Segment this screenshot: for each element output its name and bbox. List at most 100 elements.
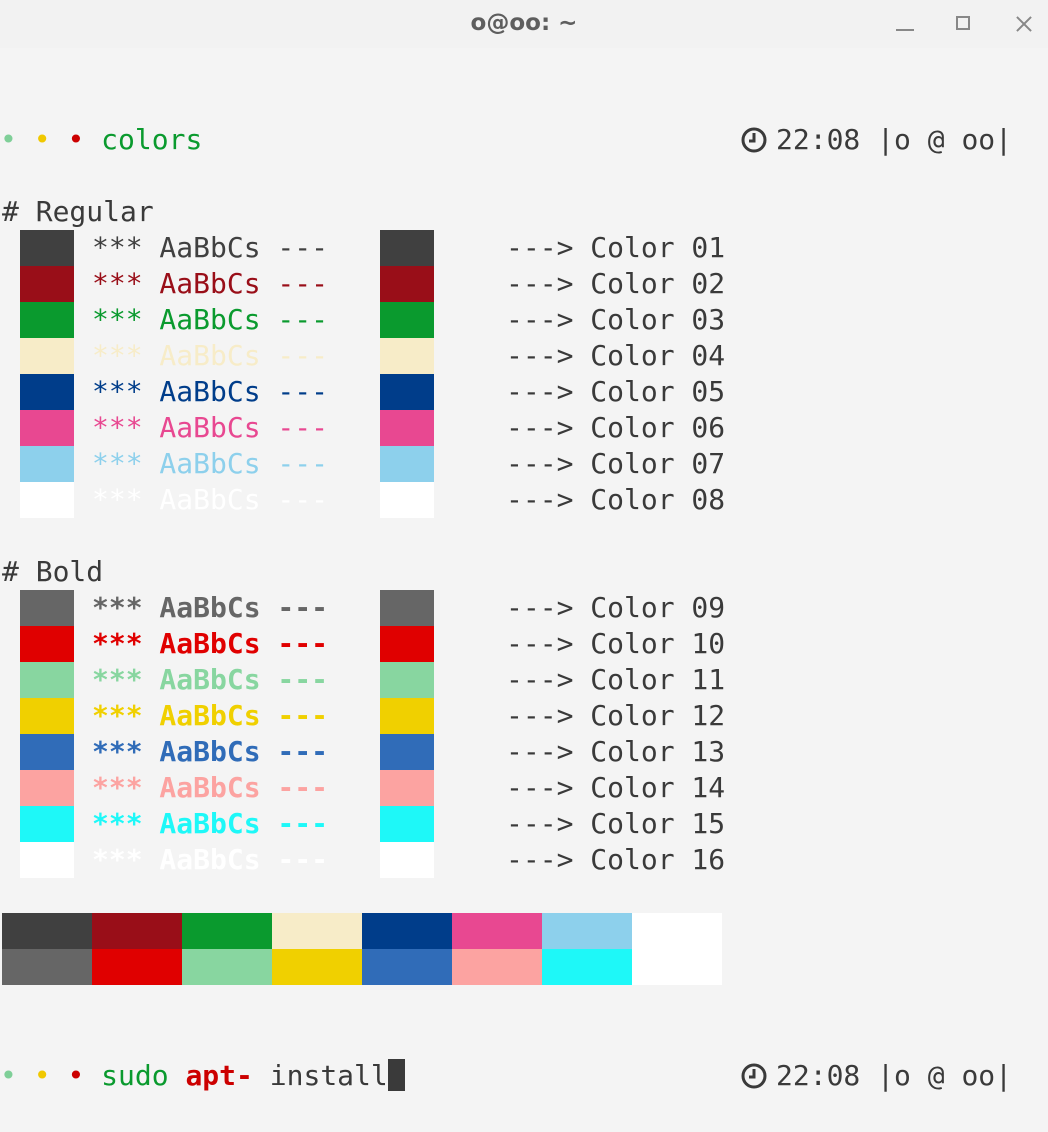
sample-text: *** AaBbCs --- [92, 771, 329, 804]
palette-cell [452, 949, 542, 985]
palette-cell [92, 913, 182, 949]
prompt-dots: • • • colors [0, 122, 202, 158]
color-row: *** AaBbCs --- ---> Color 08 [0, 482, 1048, 518]
color-swatch [380, 698, 434, 734]
color-label: ---> Color 01 [506, 231, 726, 264]
color-label: ---> Color 09 [506, 591, 726, 624]
palette-cell [632, 949, 722, 985]
palette-cell [362, 913, 452, 949]
regular-heading: # Regular [2, 195, 154, 228]
color-label: ---> Color 07 [506, 447, 726, 480]
maximize-icon[interactable] [952, 12, 976, 36]
color-swatch [380, 806, 434, 842]
palette-cell [452, 913, 542, 949]
color-swatch [20, 842, 74, 878]
sample-text: *** AaBbCs --- [92, 663, 329, 696]
color-swatch [380, 482, 434, 518]
palette-cell [2, 913, 92, 949]
color-swatch [20, 410, 74, 446]
palette-cell [272, 949, 362, 985]
host-label: |o @ oo| [877, 1059, 1013, 1092]
color-label: ---> Color 02 [506, 267, 726, 300]
color-label: ---> Color 16 [506, 843, 726, 876]
color-swatch [20, 698, 74, 734]
terminal-cursor[interactable] [387, 1059, 405, 1091]
prompt-right: 22:08 |o @ oo| [776, 122, 1012, 158]
command-install[interactable]: install [269, 1059, 388, 1092]
color-row: *** AaBbCs --- ---> Color 02 [0, 266, 1048, 302]
color-label: ---> Color 06 [506, 411, 726, 444]
color-label: ---> Color 04 [506, 339, 726, 372]
sample-text: *** AaBbCs --- [92, 591, 329, 624]
sample-text: *** AaBbCs --- [92, 411, 329, 444]
prompt-dot-green: • [0, 123, 17, 156]
clock-icon [741, 127, 767, 153]
color-label: ---> Color 10 [506, 627, 726, 660]
close-icon[interactable] [1012, 12, 1036, 36]
bold-heading: # Bold [2, 555, 104, 588]
title-bar[interactable]: o@oo: ~ [0, 0, 1048, 48]
color-swatch [380, 842, 434, 878]
color-row: *** AaBbCs --- ---> Color 11 [0, 662, 1048, 698]
sample-text: *** AaBbCs --- [92, 807, 329, 840]
color-swatch [20, 374, 74, 410]
sample-text: *** AaBbCs --- [92, 339, 329, 372]
color-row: *** AaBbCs --- ---> Color 04 [0, 338, 1048, 374]
sample-text: *** AaBbCs --- [92, 699, 329, 732]
color-swatch [20, 230, 74, 266]
color-row: *** AaBbCs --- ---> Color 14 [0, 770, 1048, 806]
color-swatch [380, 302, 434, 338]
sample-text: *** AaBbCs --- [92, 627, 329, 660]
palette-cell [182, 949, 272, 985]
palette-cell [92, 949, 182, 985]
palette-cell [272, 913, 362, 949]
color-swatch [380, 230, 434, 266]
color-label: ---> Color 14 [506, 771, 726, 804]
color-label: ---> Color 11 [506, 663, 726, 696]
prompt-dot-red: • [67, 123, 85, 156]
clock-icon [741, 1063, 767, 1089]
color-row: *** AaBbCs --- ---> Color 05 [0, 374, 1048, 410]
color-swatch [20, 446, 74, 482]
prompt-dot-yellow: • [33, 1059, 51, 1092]
color-swatch [20, 482, 74, 518]
color-swatch [380, 770, 434, 806]
color-row: *** AaBbCs --- ---> Color 12 [0, 698, 1048, 734]
color-row: *** AaBbCs ------> Color 15 [0, 806, 1048, 842]
color-row: *** AaBbCs --- ---> Color 16 [0, 842, 1048, 878]
prompt-right: 22:08 |o @ oo| [776, 1058, 1012, 1094]
color-swatch [380, 590, 434, 626]
minimize-icon[interactable] [893, 12, 917, 36]
color-label: ---> Color 05 [506, 375, 726, 408]
color-label: ---> Color 08 [506, 483, 726, 516]
color-swatch [380, 410, 434, 446]
prompt-dot-yellow: • [33, 123, 51, 156]
color-swatch [380, 734, 434, 770]
color-swatch [380, 374, 434, 410]
color-row: *** AaBbCs ------> Color 13 [0, 734, 1048, 770]
palette-cell [182, 913, 272, 949]
host-label: |o @ oo| [877, 123, 1013, 156]
prompt-dots: • • • sudo apt- install [0, 1058, 405, 1094]
color-swatch [20, 734, 74, 770]
color-label: ---> Color 12 [506, 699, 726, 732]
color-swatch [380, 266, 434, 302]
color-row: *** AaBbCs --- ---> Color 06 [0, 410, 1048, 446]
sample-text: *** AaBbCs --- [92, 303, 329, 336]
color-swatch [20, 626, 74, 662]
sample-text: *** AaBbCs --- [92, 375, 329, 408]
color-swatch [380, 446, 434, 482]
color-swatch [380, 626, 434, 662]
color-row: *** AaBbCs ------> Color 07 [0, 446, 1048, 482]
sample-text: *** AaBbCs --- [92, 267, 329, 300]
color-swatch [20, 266, 74, 302]
color-swatch [20, 770, 74, 806]
sample-text: *** AaBbCs --- [92, 483, 329, 516]
sample-text: *** AaBbCs --- [92, 843, 329, 876]
prompt-dot-red: • [67, 1059, 85, 1092]
color-swatch [380, 662, 434, 698]
palette-cell [2, 949, 92, 985]
color-label: ---> Color 13 [506, 735, 726, 768]
color-row: *** AaBbCs --- ---> Color 10 [0, 626, 1048, 662]
color-label: ---> Color 03 [506, 303, 726, 336]
